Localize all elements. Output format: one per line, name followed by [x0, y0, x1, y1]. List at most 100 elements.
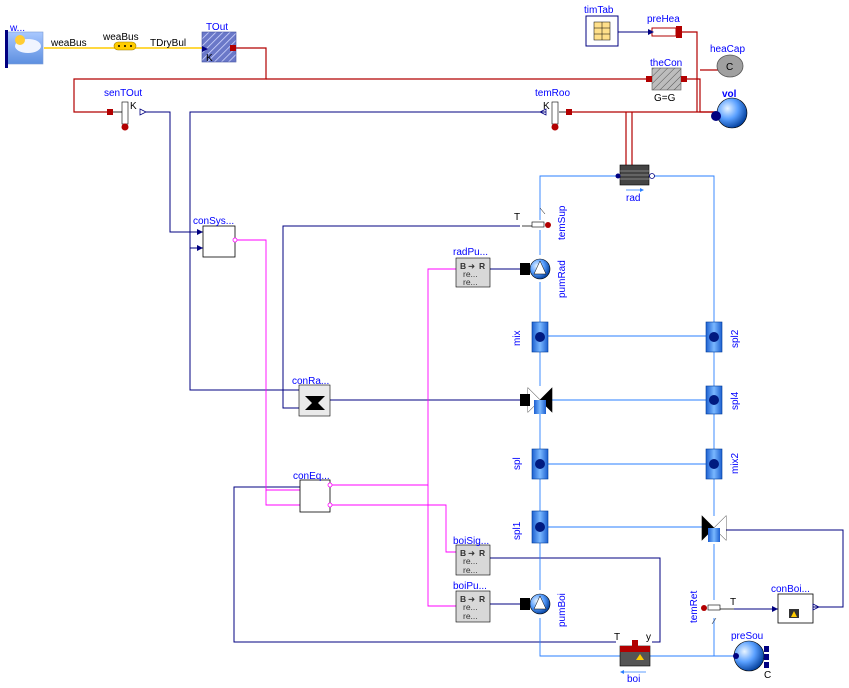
consys-coneq-line-2 [265, 490, 300, 506]
spl1-junction[interactable]: spl1 [512, 510, 549, 544]
coneq-label: conEq... [293, 471, 330, 482]
temsup-conrad-line [282, 225, 520, 409]
tout-block[interactable]: TOut K [201, 22, 237, 64]
sentout-unit: K [130, 101, 137, 112]
spl1-label: spl1 [512, 521, 523, 540]
temroo-consys-line [189, 111, 546, 249]
fluid-rad-out [650, 175, 715, 322]
spl-junction[interactable]: spl [512, 448, 549, 480]
boipu-block[interactable]: B ➜ R re... re... boiPu... [453, 581, 491, 623]
consys-label: conSys... [193, 216, 234, 227]
boisig-label: boiSig... [453, 536, 489, 547]
coneq-boi-line [233, 486, 616, 643]
fluid-pump-boi [539, 618, 620, 657]
temroo-conrad-line [189, 248, 299, 391]
coneq-radpu-line [330, 268, 456, 486]
coneq-block[interactable]: conEq... [293, 471, 333, 513]
spl2-junction[interactable]: spl2 [705, 321, 741, 353]
conboi-valve-line [722, 529, 844, 608]
coneq-boipu-line [427, 485, 456, 607]
weather-data-block[interactable]: w... [5, 23, 44, 68]
weather-label: w... [9, 23, 25, 34]
tout-heat-line [73, 47, 267, 113]
spl-label: spl [512, 457, 523, 470]
boisig-block[interactable]: B ➜ R re... re... boiSig... [453, 536, 491, 576]
mix-label: mix [512, 330, 523, 346]
weabus-connector[interactable] [113, 41, 137, 51]
heacap-block[interactable]: C heaCap [710, 44, 745, 78]
timtab-block[interactable]: timTab [584, 5, 619, 47]
pumrad-pump[interactable]: pumRad [520, 258, 568, 298]
pumboi-pump[interactable]: pumBoi [520, 593, 568, 627]
presou-c: C [764, 670, 771, 681]
vol-label: vol [722, 89, 737, 100]
conboi-block[interactable]: conBoi... [771, 584, 820, 624]
boisig-r: R [479, 548, 485, 558]
tout-label: TOut [206, 22, 228, 33]
consys-block[interactable]: conSys... [193, 216, 238, 258]
mix-junction[interactable]: mix [512, 321, 549, 353]
temroo-unit: K [543, 101, 550, 112]
radpu-label: radPu... [453, 247, 488, 258]
thecon-vol-line [681, 78, 716, 113]
conrad-block[interactable]: conRa... [292, 376, 331, 417]
tout-unit: K [206, 53, 213, 64]
boipu-r: R [479, 594, 485, 604]
boisig-b: B [460, 548, 466, 558]
boi-t: T [614, 632, 620, 643]
pumboi-label: pumBoi [557, 593, 568, 627]
fluid-rad-in [539, 175, 618, 220]
boisig-re1: re... [463, 556, 478, 566]
presou-block[interactable]: preSou C [731, 631, 771, 681]
connections [44, 31, 844, 657]
spl4-junction[interactable]: spl4 [705, 385, 741, 415]
radpu-b: B [460, 261, 466, 271]
prehea-label: preHea [647, 14, 680, 25]
temret-t: T [730, 597, 736, 608]
spl2-label: spl2 [730, 329, 741, 348]
presou-label: preSou [731, 631, 763, 642]
rad-label: rad [626, 193, 640, 204]
heacap-label: heaCap [710, 44, 745, 55]
consys-coneq-line [236, 239, 300, 491]
temret-sensor[interactable]: T temRet [689, 591, 736, 625]
radpu-re2: re... [463, 277, 478, 287]
radiator-block[interactable]: rad [615, 164, 655, 204]
timtab-label: timTab [584, 5, 614, 16]
radpu-arrow: ➜ [468, 261, 475, 271]
boisig-boi-line [490, 557, 661, 643]
coneq-boisig-line [330, 504, 456, 553]
thecon-block[interactable]: theCon G=G [646, 58, 687, 104]
boiler-block[interactable]: T y boi [614, 632, 651, 685]
pumrad-label: pumRad [557, 260, 568, 298]
boi-y: y [646, 632, 651, 643]
preHea-vol-line [681, 31, 698, 112]
mix2-junction[interactable]: mix2 [705, 448, 741, 480]
tdrybul-label: TDryBul [150, 38, 186, 49]
sentout-sensor[interactable]: senTOut K [104, 88, 147, 131]
radpu-r: R [479, 261, 485, 271]
boisig-arrow: ➜ [468, 548, 475, 558]
boipu-b: B [460, 594, 466, 604]
weabus-label-2: weaBus [102, 32, 139, 43]
conboi-label: conBoi... [771, 584, 810, 595]
radpu-block[interactable]: B ➜ R re... re... radPu... [453, 247, 491, 288]
conrad-label: conRa... [292, 376, 329, 387]
boi-label: boi [627, 674, 640, 685]
boisig-re2: re... [463, 565, 478, 575]
temroo-sensor[interactable]: temRoo K [535, 88, 572, 131]
three-way-valve-upper[interactable] [520, 387, 553, 414]
vol-block[interactable]: vol [711, 89, 748, 129]
sentout-label: senTOut [104, 88, 142, 99]
temsup-sensor[interactable]: T temSup [514, 205, 568, 240]
sentout-consys-line [146, 111, 203, 233]
boipu-re2: re... [463, 611, 478, 621]
three-way-valve-lower[interactable] [701, 515, 727, 542]
boipu-re1: re... [463, 602, 478, 612]
weabus-label-1: weaBus [50, 38, 87, 49]
boipu-arrow: ➜ [468, 594, 475, 604]
prehea-block[interactable]: preHea [647, 14, 682, 38]
heacap-unit: C [726, 62, 733, 73]
